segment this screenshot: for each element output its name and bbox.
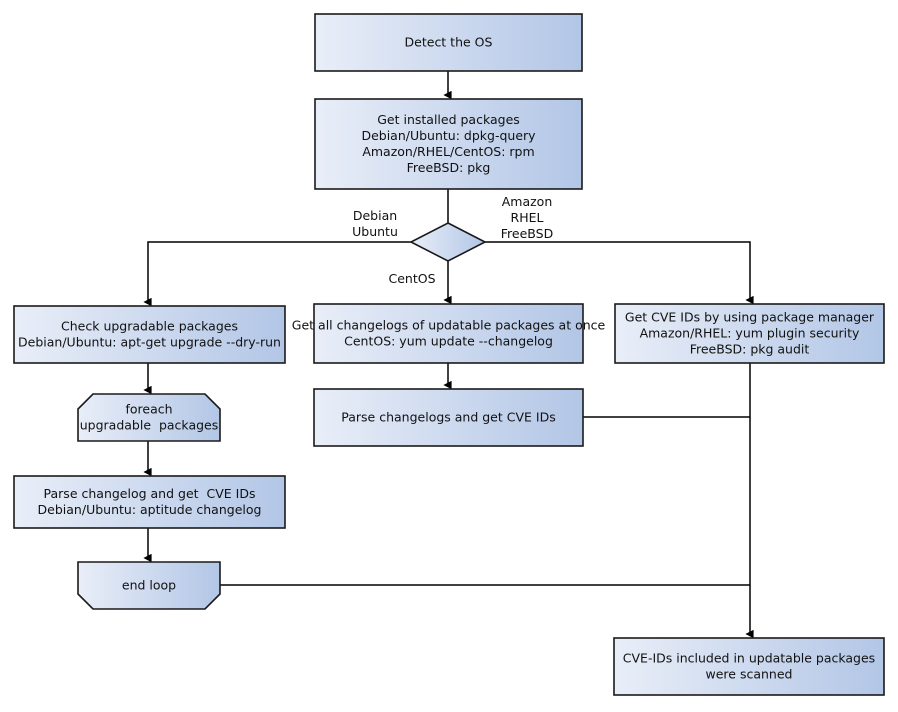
- node-shape-end-loop: [77, 561, 221, 610]
- edge-decision-to-amazon: [485, 241, 754, 305]
- node-shape-parse-changelogs-center: [313, 388, 584, 447]
- node-end-loop[interactable]: end loop: [77, 561, 221, 610]
- node-shape-foreach-upgradable-packages: [77, 393, 221, 442]
- node-shape-check-upgradable-packages: [13, 305, 286, 364]
- edges-layer: [143, 71, 754, 639]
- node-label-end-loop: end loop: [122, 577, 176, 592]
- node-parse-changelogs-center[interactable]: Parse changelogs and get CVE IDs: [313, 388, 584, 447]
- node-shape-detect-os: [314, 13, 583, 72]
- node-label-get-all-changelogs: Get all changelogs of updatable packages…: [292, 317, 606, 348]
- node-get-all-changelogs[interactable]: Get all changelogs of updatable packages…: [292, 303, 606, 364]
- node-shape-os-decision: [409, 222, 487, 262]
- edge-decision-to-debian: [143, 241, 411, 307]
- edge-label-label-centos: CentOS: [388, 271, 435, 286]
- node-shape-parse-changelog-debian: [13, 475, 286, 529]
- node-os-decision[interactable]: [409, 222, 487, 262]
- node-label-parse-changelogs-center: Parse changelogs and get CVE IDs: [341, 409, 555, 424]
- node-shape-cve-ids-scanned: [613, 637, 885, 696]
- node-detect-os[interactable]: Detect the OS: [314, 13, 583, 72]
- node-shape-get-installed-packages: [314, 98, 583, 190]
- node-shape-get-cve-ids-package-manager: [614, 303, 885, 364]
- node-shape-get-all-changelogs: [313, 303, 584, 364]
- node-label-detect-os: Detect the OS: [405, 34, 493, 49]
